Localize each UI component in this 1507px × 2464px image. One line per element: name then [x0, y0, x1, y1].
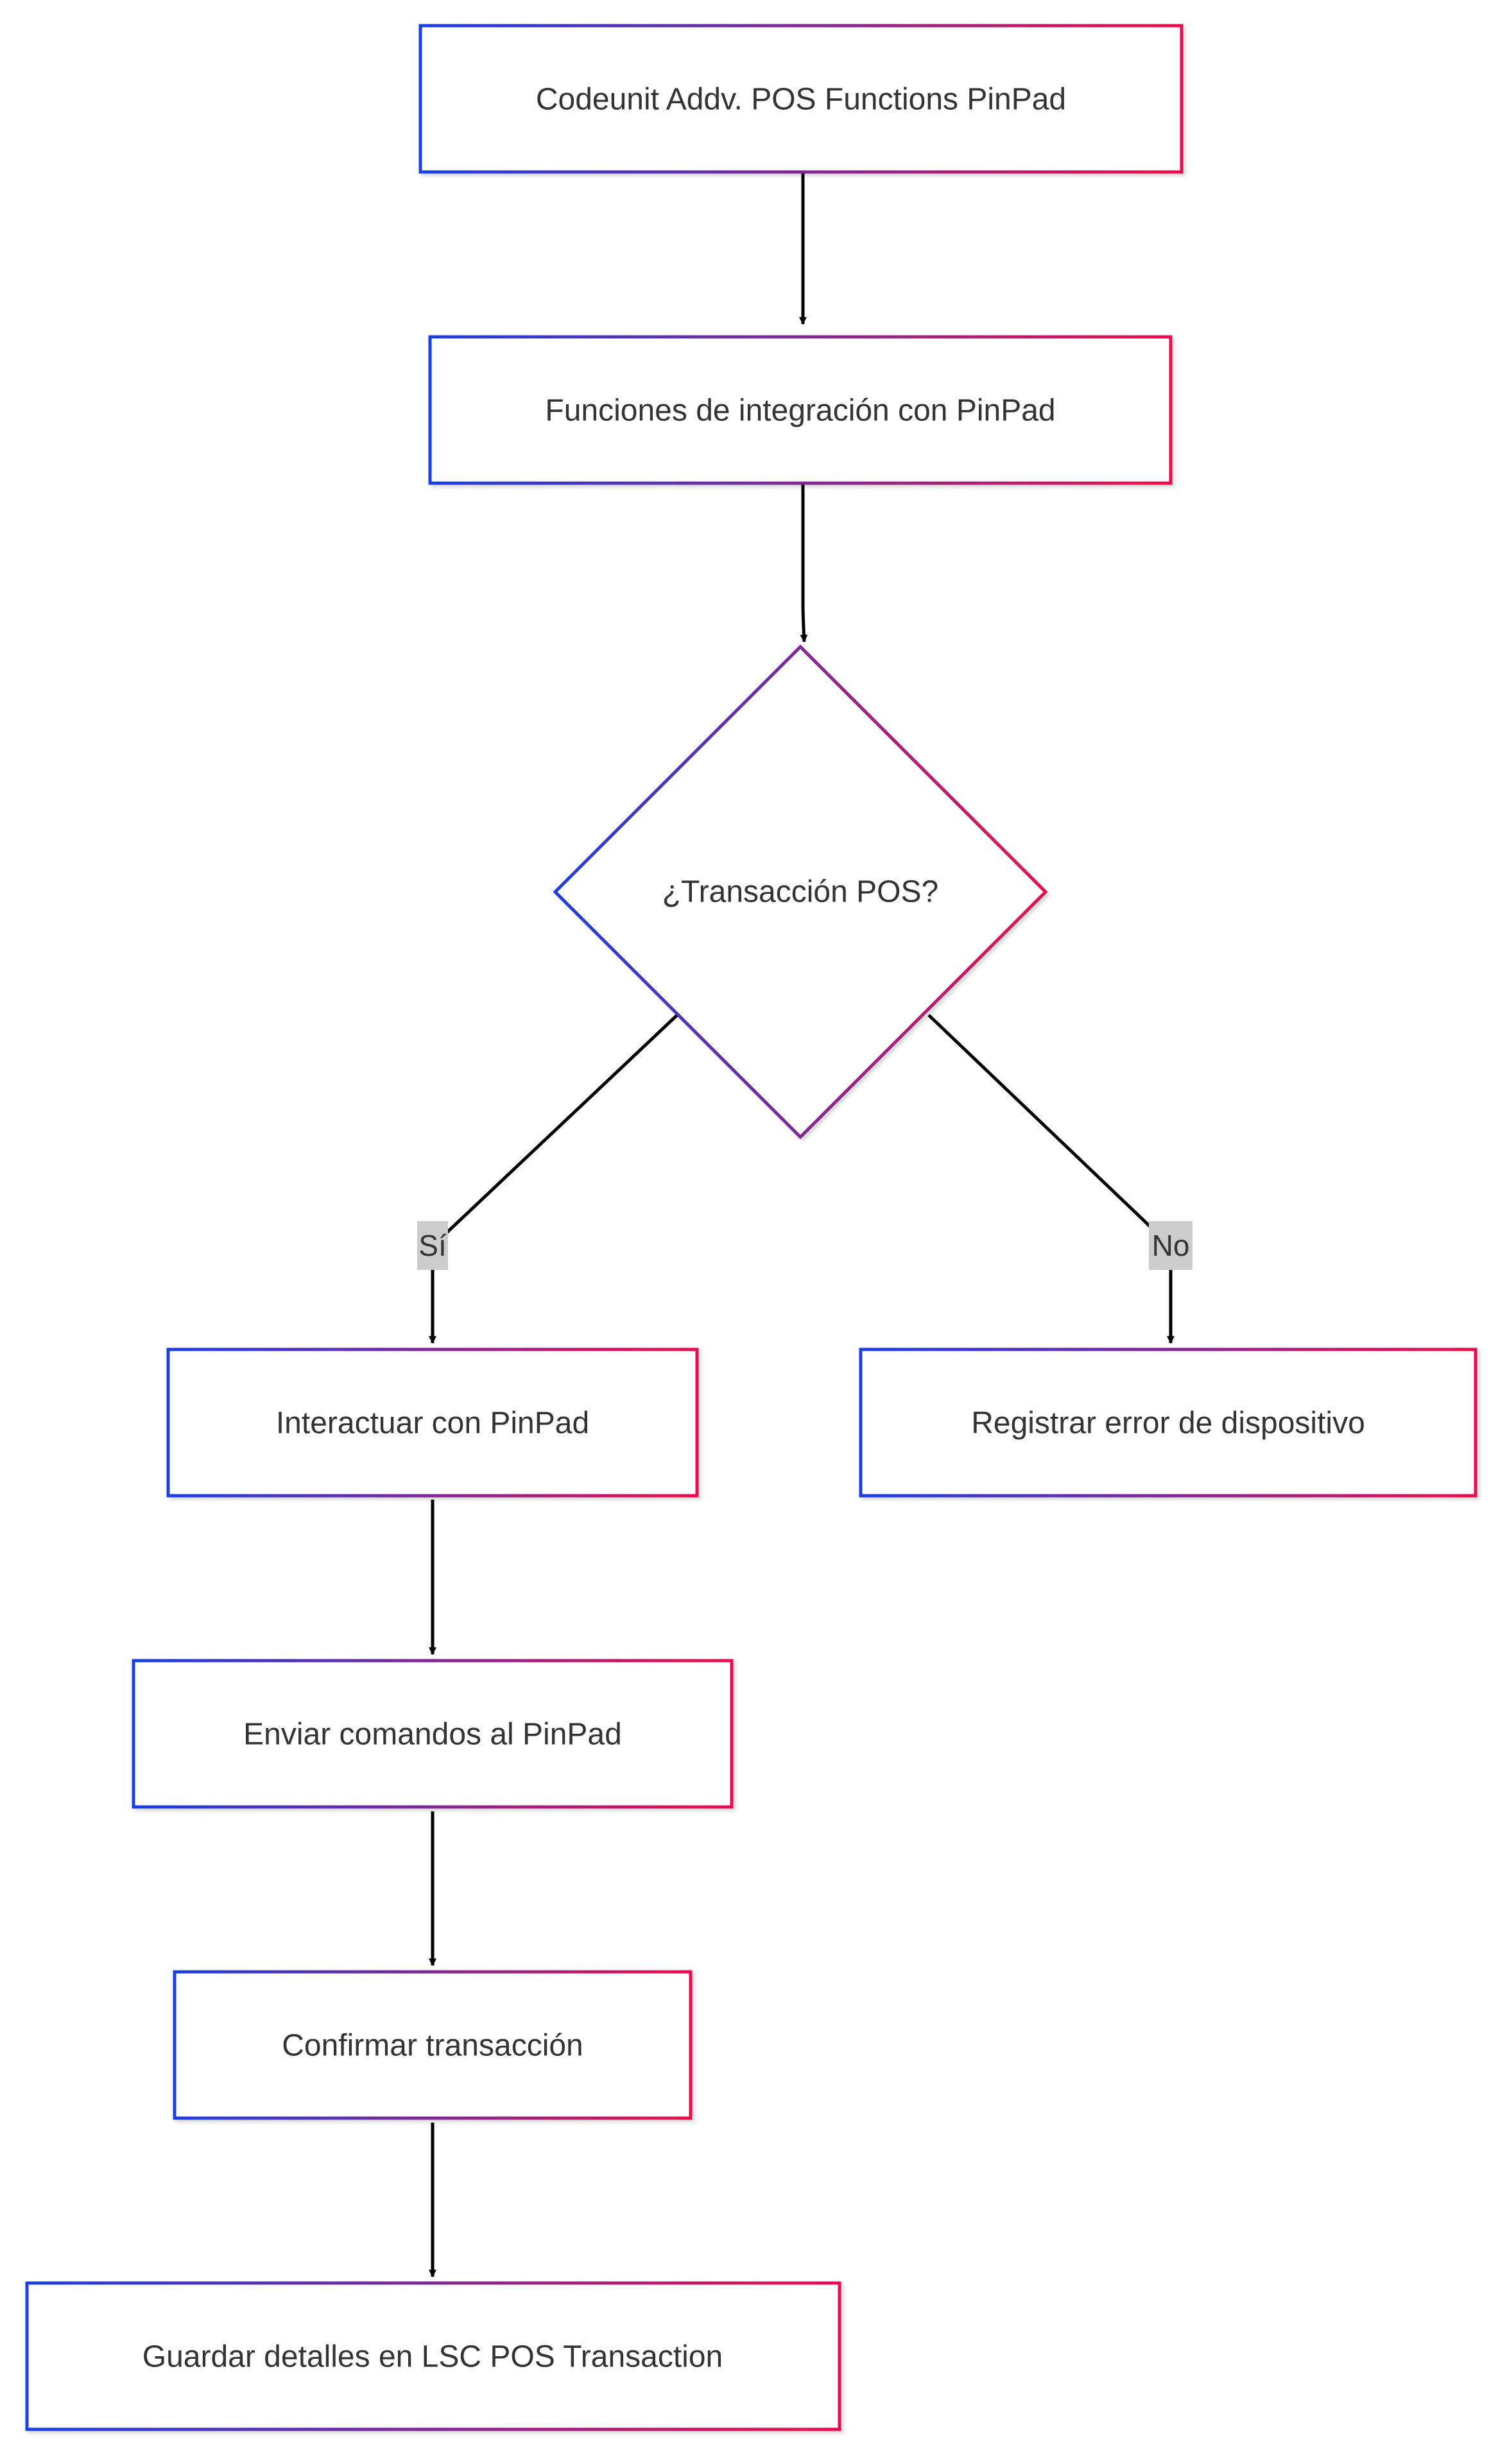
edge-label-yes-background — [417, 1221, 448, 1270]
node-guardar-label: Guardar detalles en LSC POS Transaction — [142, 2340, 723, 2374]
node-funciones: Funciones de integración con PinPad — [428, 335, 1173, 485]
node-confirmar-box — [173, 1970, 693, 2120]
edge-label-yes-text: Sí — [418, 1229, 447, 1262]
node-registrar-box — [859, 1348, 1477, 1498]
edge-label-no-text: No — [1152, 1229, 1190, 1262]
node-enviar: Enviar comandos al PinPad — [132, 1659, 734, 1809]
node-codeunit-box — [418, 24, 1184, 174]
node-guardar: Guardar detalles en LSC POS Transaction — [25, 2281, 841, 2431]
node-guardar-box — [25, 2281, 841, 2431]
node-registrar: Registrar error de dispositivo — [859, 1348, 1477, 1498]
edge-label-yes: Sí — [417, 1221, 448, 1270]
node-interactuar-label: Interactuar con PinPad — [276, 1407, 589, 1441]
edge-decision-to-registrar — [927, 1014, 1175, 1344]
node-codeunit: Codeunit Addv. POS Functions PinPad — [418, 24, 1184, 174]
node-decision-label: ¿Transacción POS? — [662, 875, 938, 909]
node-enviar-label: Enviar comandos al PinPad — [243, 1718, 622, 1752]
edge-label-no-background — [1149, 1221, 1193, 1270]
node-interactuar: Interactuar con PinPad — [166, 1348, 699, 1498]
node-confirmar-label: Confirmar transacción — [282, 2029, 583, 2063]
edges — [429, 173, 1175, 2278]
node-funciones-box — [428, 335, 1173, 485]
node-decision: ¿Transacción POS? — [553, 644, 1048, 1140]
node-interactuar-box — [166, 1348, 699, 1498]
node-codeunit-label: Codeunit Addv. POS Functions PinPad — [536, 83, 1066, 117]
node-funciones-label: Funciones de integración con PinPad — [545, 394, 1055, 428]
node-decision-diamond — [553, 644, 1048, 1140]
edge-funciones-to-decision — [800, 484, 808, 643]
node-registrar-label: Registrar error de dispositivo — [971, 1407, 1365, 1441]
node-enviar-box — [132, 1659, 734, 1809]
node-confirmar: Confirmar transacción — [173, 1970, 693, 2120]
edge-label-no: No — [1149, 1221, 1193, 1270]
edge-decision-to-interactuar — [429, 1014, 678, 1344]
